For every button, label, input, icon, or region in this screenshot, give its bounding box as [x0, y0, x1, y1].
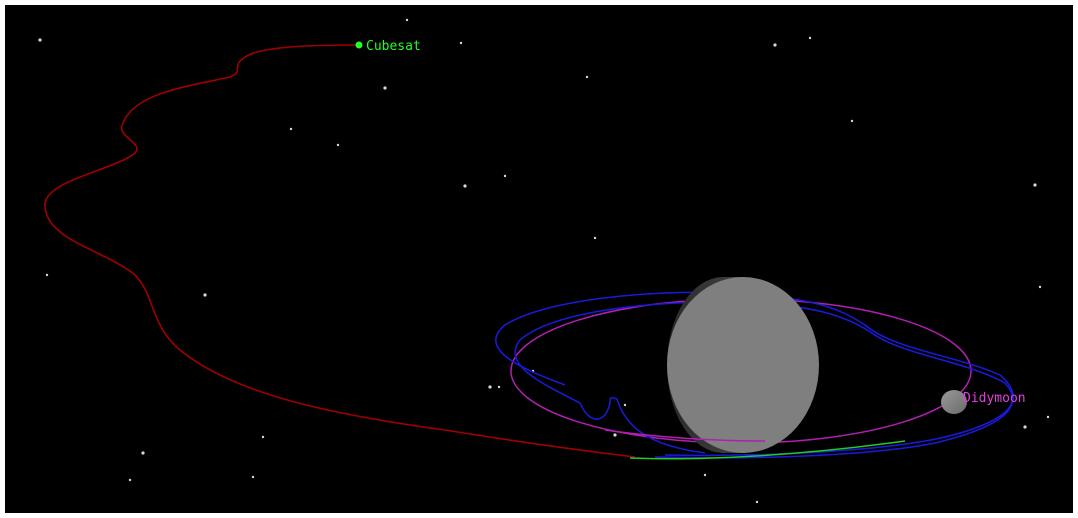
space-scene: Didymoon Cubesat [38, 18, 1050, 504]
arrival-segment [629, 440, 906, 460]
star [703, 473, 707, 477]
star [38, 38, 42, 42]
transfer-orbit-loop [579, 396, 706, 454]
star [613, 433, 617, 437]
didymos-asteroid [667, 277, 819, 453]
didymoon-label: Didymoon [963, 391, 1026, 406]
star [808, 36, 812, 40]
transfer-orbit-outer [495, 291, 1014, 457]
star [593, 236, 597, 240]
didymoon-orbit-front [604, 429, 766, 442]
star [203, 293, 207, 297]
cubesat-trajectory [44, 44, 636, 458]
star [623, 403, 627, 407]
star [128, 478, 132, 482]
star [755, 500, 759, 504]
star [459, 41, 463, 45]
star [1033, 183, 1037, 187]
star [585, 75, 589, 79]
cubesat-marker [355, 41, 363, 49]
star [405, 18, 409, 22]
star [773, 43, 777, 47]
star [463, 184, 467, 188]
star [45, 273, 49, 277]
star [1038, 285, 1042, 289]
star [251, 475, 255, 479]
starfield [38, 18, 1050, 504]
star [1046, 415, 1050, 419]
star [497, 385, 501, 389]
star [289, 127, 293, 131]
star [336, 143, 340, 147]
star [1023, 425, 1027, 429]
star [383, 86, 387, 90]
star [141, 451, 145, 455]
space-scene-viewport[interactable]: Didymoon Cubesat [5, 5, 1073, 513]
star [488, 385, 492, 389]
star [850, 119, 854, 123]
transfer-orbit-inner [514, 301, 1014, 459]
star [503, 174, 507, 178]
cubesat-label: Cubesat [366, 39, 421, 54]
star [261, 435, 265, 439]
didymoon-body [941, 390, 967, 414]
